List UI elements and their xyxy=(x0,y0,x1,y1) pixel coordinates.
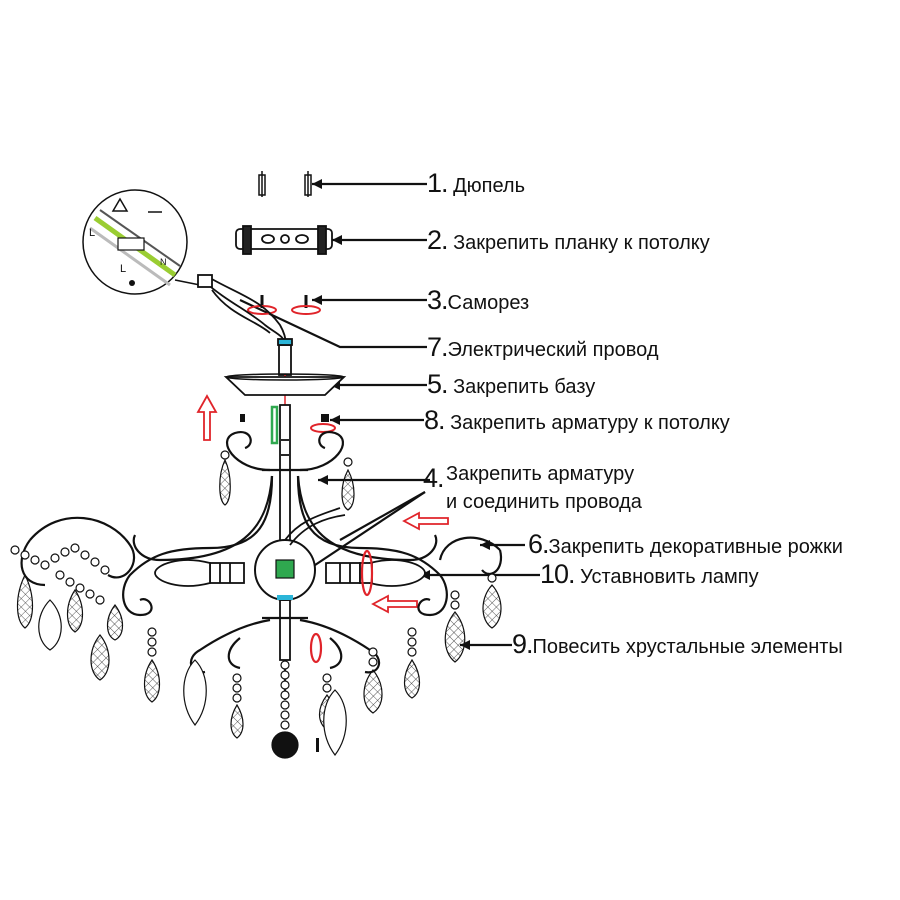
crystal-elements xyxy=(10,450,502,759)
callout-2-text: Закрепить планку к потолку xyxy=(453,232,710,254)
callout-4-number-wrap: 4. xyxy=(423,463,445,493)
warning-icon xyxy=(111,197,129,212)
callout-2-number: 2. xyxy=(427,225,449,255)
red-arrow-up xyxy=(196,394,218,441)
callout-7: 7.Электрический провод xyxy=(427,332,659,362)
leader-arrowheads xyxy=(312,179,490,650)
callout-5: 5. Закрепить базу xyxy=(427,369,596,399)
lamp-right xyxy=(325,549,426,597)
inset-letter-l2: L xyxy=(120,263,126,275)
callout-8-number: 8. xyxy=(424,405,446,435)
callout-7-text: Электрический провод xyxy=(447,339,659,361)
wiring-inset: L L N xyxy=(82,189,201,295)
callout-8: 8. Закрепить арматуру к потолку xyxy=(424,405,730,435)
callout-2: 2. Закрепить планку к потолку xyxy=(427,225,710,255)
electric-wires xyxy=(197,274,287,346)
callout-1-number: 1. xyxy=(427,168,449,198)
red-arrow-left-1 xyxy=(402,511,449,531)
green-bracket xyxy=(270,405,279,445)
callout-9-number: 9. xyxy=(512,629,534,659)
ceiling-base xyxy=(223,376,347,396)
callout-10-number: 10. xyxy=(540,559,576,589)
callout-10: 10. Уставновить лампу xyxy=(540,559,759,589)
chandelier-frame xyxy=(20,430,503,674)
leader-4b xyxy=(299,491,426,576)
callout-1-text: Дюпель xyxy=(453,175,526,197)
callout-9-text: Повесить хрустальные элементы xyxy=(532,636,843,658)
callout-10-text: Уставновить лампу xyxy=(580,566,759,588)
callout-6: 6.Закрепить декоративные рожки xyxy=(528,529,843,559)
callout-3: 3.Саморез xyxy=(427,285,530,315)
inset-letter-l1: L xyxy=(89,227,95,239)
callout-6-number: 6. xyxy=(528,529,550,559)
mounting-bracket-icon xyxy=(235,225,333,255)
callout-4-text: Закрепить арматуру xyxy=(446,463,635,485)
red-arrow-left-2 xyxy=(371,594,418,614)
callout-3-number: 3. xyxy=(427,285,449,315)
callout-1: 1. Дюпель xyxy=(427,168,526,198)
red-rotation-lower xyxy=(309,632,323,664)
callout-3-text: Саморез xyxy=(447,292,530,314)
dowel-icon xyxy=(258,171,312,197)
callout-8-text: Закрепить арматуру к потолку xyxy=(450,412,730,434)
central-hub xyxy=(254,507,346,601)
bottom-finial xyxy=(271,731,299,759)
leader-4c xyxy=(339,491,426,541)
callout-4-line2: и соединить провода xyxy=(446,491,642,513)
inset-letter-n: N xyxy=(160,257,167,267)
callout-4-number: 4. xyxy=(423,463,445,493)
callout-9: 9.Повесить хрустальные элементы xyxy=(512,629,843,659)
lamp-left xyxy=(154,559,245,587)
callout-5-text: Закрепить базу xyxy=(453,376,596,398)
callout-4: Закрепить арматуру xyxy=(446,462,634,486)
central-rod xyxy=(277,338,293,700)
callout-5-number: 5. xyxy=(427,369,449,399)
callout-7-number: 7. xyxy=(427,332,449,362)
callout-6-text: Закрепить декоративные рожки xyxy=(548,536,843,558)
armature-screws xyxy=(240,414,336,433)
